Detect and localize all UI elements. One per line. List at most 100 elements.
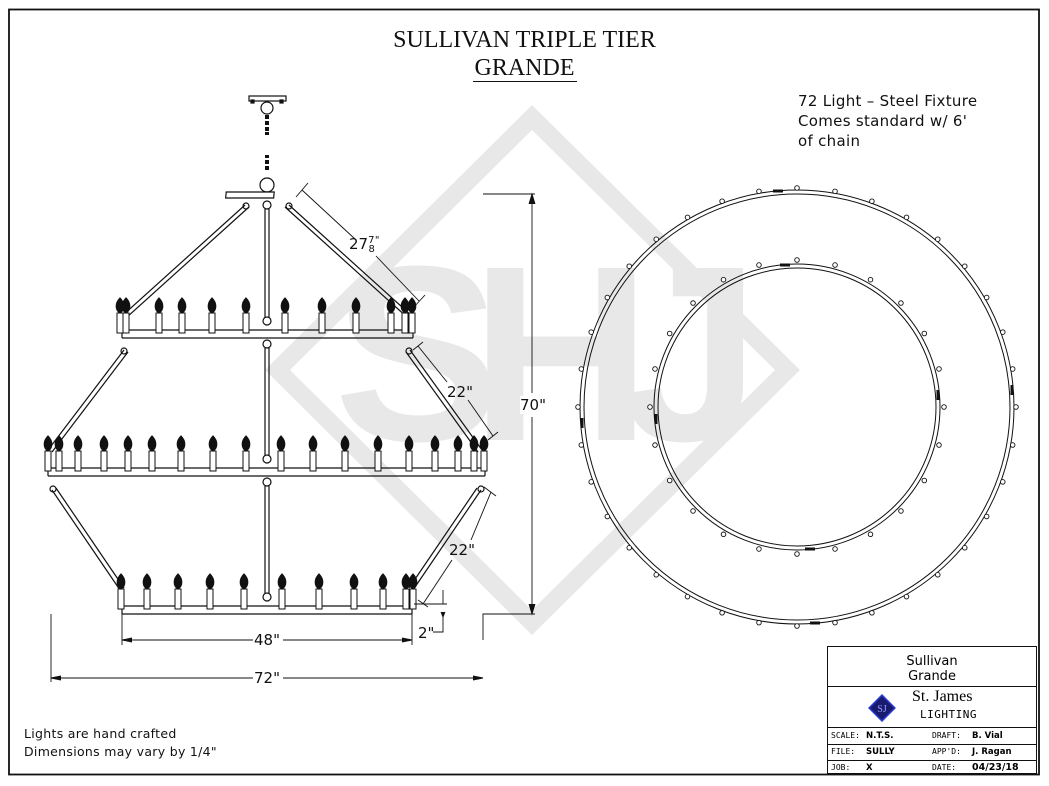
plan-light-icon [903,593,910,600]
plan-light-icon [832,546,838,552]
candle-icon [73,435,83,472]
plan-light-icon [936,442,942,448]
st-james-logo-icon: SJ [868,694,896,722]
candle-icon [378,573,388,610]
candle-icon [176,435,186,472]
candle-icon [208,435,218,472]
plan-light-icon [962,263,968,269]
title-block: Sullivan Grande SJ St. James LIGHTING SC… [827,646,1037,774]
company-name: St. James [912,688,973,705]
dim-lower-arm: 22" [449,541,475,559]
candle-icon [386,297,396,334]
ceiling-canopy [248,95,287,135]
plan-light-icon [1000,329,1006,335]
plan-light-icon [869,610,875,616]
page-border [8,8,1040,776]
plan-light-icon [684,593,691,600]
plan-light-icon [666,330,673,337]
candle-icon [123,435,133,472]
dim-bottom-ring-width: 48" [254,631,280,649]
candle-icon [116,573,126,610]
title-block-company: SJ St. James LIGHTING [828,687,1036,728]
dim-ring-depth: 2" [418,624,435,642]
file-value: SULLY [866,747,895,757]
candle-icon [205,573,215,610]
plan-light-icon [1013,404,1019,410]
candle-icon [400,297,410,334]
dim-overall-height: 70" [520,396,546,414]
plan-light-icon [983,294,990,301]
draft-value: B. Vial [972,731,1003,741]
plan-light-icon [684,214,691,221]
title-block-product-name: Sullivan Grande [828,647,1036,687]
title-block-row-file: FILE: SULLY APP'D: J. Ragan [828,744,1036,761]
title-block-row-job: JOB: X DATE: 04/23/18 [828,760,1036,776]
plan-light-icon [794,185,800,191]
candle-icon [314,573,324,610]
plan-light-icon [626,545,632,551]
dimension-lines [50,182,536,682]
plan-light-icon [652,442,658,448]
plan-light-icon [604,294,611,301]
plan-light-icon [756,262,762,268]
plan-light-icon [869,198,875,204]
date-value: 04/23/18 [972,762,1019,773]
plan-light-icon [941,404,947,410]
candle-icon [408,573,418,610]
candle-icon [276,435,286,472]
candle-icon [241,297,251,334]
plan-light-icon [832,188,838,195]
candle-icon [241,435,251,472]
plan-light-icon [719,610,725,616]
candle-icon [277,573,287,610]
plan-light-icon [867,276,874,283]
plan-light-points [575,185,1019,629]
dim-middle-ring-width: 72" [254,669,280,687]
plan-light-icon [832,619,838,626]
plan-light-icon [756,546,762,552]
drawing-title-line2: GRANDE [0,55,1049,82]
plan-light-icon [867,531,874,538]
plan-light-icon [578,366,585,372]
spec-note: 72 Light – Steel Fixture Comes standard … [798,92,978,150]
footer-note: Lights are hand crafted Dimensions may v… [24,726,217,759]
plan-light-icon [666,477,673,484]
plan-light-icon [720,276,727,283]
candle-icon [99,435,109,472]
candle-icon [239,573,249,610]
candle-icon [404,435,414,472]
watermark-logo: SHJ [265,105,800,635]
candle-icon [453,435,463,472]
plan-light-icon [588,479,594,485]
svg-text:SJ: SJ [877,704,887,715]
plan-light-icon [1000,479,1006,485]
elevation-view [43,95,489,615]
plan-light-icon [832,262,838,268]
plan-light-icon [936,366,942,372]
title-block-row-scale: SCALE: N.T.S. DRAFT: B. Vial [828,728,1036,745]
plan-light-icon [653,236,659,242]
plan-light-icon [647,404,653,410]
job-value: X [866,763,873,773]
dim-top-arm: 2778" [349,235,380,255]
plan-light-icon [720,531,727,538]
plan-light-icon [794,623,800,629]
plan-light-icon [578,442,585,448]
drawing-title-line1: SULLIVAN TRIPLE TIER [393,27,656,53]
candle-icon [280,297,290,334]
plan-light-icon [935,572,941,578]
plan-light-icon [588,329,594,335]
candle-icon [349,573,359,610]
candle-icon [154,297,164,334]
crown-ring [225,155,275,210]
plan-light-icon [921,477,928,484]
plan-light-icon [719,198,725,204]
plan-light-icon [756,188,762,195]
candle-icon [430,435,440,472]
plan-light-icon [690,508,696,514]
plan-light-icon [898,300,904,306]
candle-icon [177,297,187,334]
plan-light-icon [1009,366,1016,372]
candle-icon [401,573,411,610]
